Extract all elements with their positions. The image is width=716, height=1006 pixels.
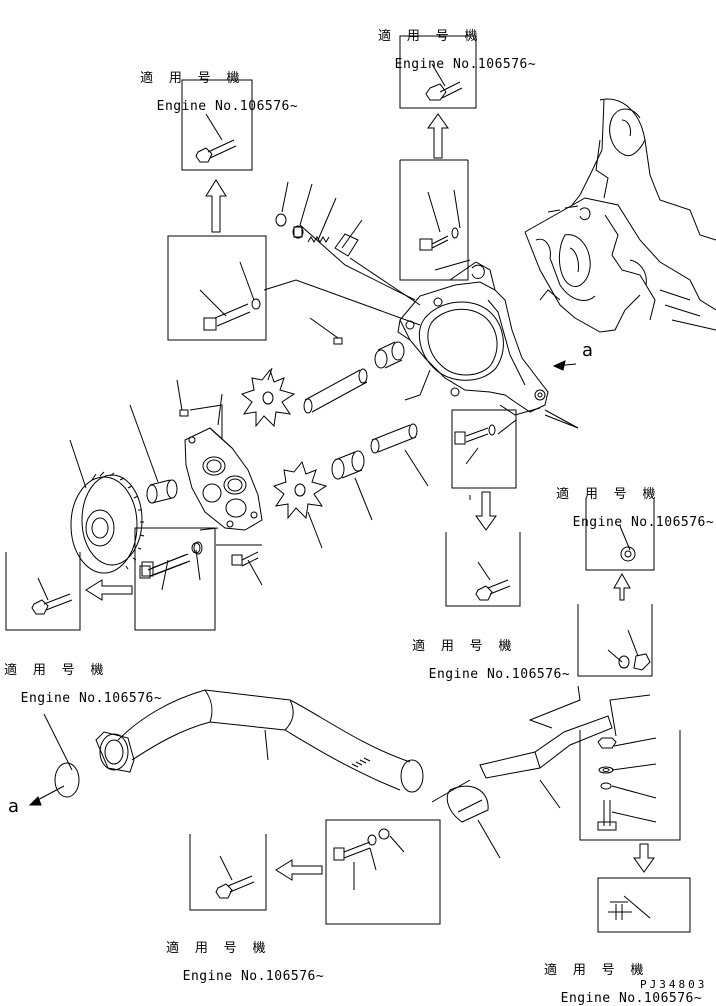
applicability-note-bottom-right: 適 用 号 機 Engine No.106576~ [544,936,702,1006]
note-line-en: Engine No.106576~ [182,969,325,984]
applicability-note-right-middle: 適 用 号 機 Engine No.106576~ [556,460,714,530]
arrow-left-middle [86,580,132,600]
note-line-jp: 適 用 号 機 [4,663,108,678]
arrow-upper-left [206,180,226,232]
shaft-lower [371,424,417,453]
note-line-jp: 適 用 号 機 [378,29,482,44]
bushing-cover [147,480,177,503]
drawing-code: PJ34803 [640,978,708,991]
drive-gear [71,472,144,573]
detail-box-right-middle-old [452,410,516,488]
applicability-note-top-center: 適 用 号 機 Engine No.106576~ [378,2,536,72]
note-line-jp: 適 用 号 機 [544,963,648,978]
detail-box-bottom-center-new [190,834,266,910]
strainer-cap [55,763,79,797]
arrow-bottom-center [276,860,322,880]
callout-leaders [44,182,656,858]
note-line-jp: 適 用 号 機 [166,941,270,956]
pipe-bracket [447,716,612,822]
detail-box-left-new [6,552,80,630]
rotor-lower [274,462,326,518]
note-line-en: Engine No.106576~ [394,57,537,72]
detail-box-upper-left-old [168,236,266,340]
suction-pipe [96,690,423,792]
view-arrow-upper [554,361,576,370]
note-line-jp: 適 用 号 機 [556,487,660,502]
note-line-en: Engine No.106576~ [156,99,299,114]
bolt-short [232,552,258,566]
bushing-lower [332,451,364,479]
detail-box-bottom-center-old [326,820,440,924]
detail-box-left-old [135,528,215,630]
note-line-en: Engine No.106576~ [572,515,715,530]
pump-cover [185,428,262,530]
detail-box-bottom-right-old [580,730,680,840]
arrow-bottom-right [634,844,654,872]
pump-body [398,262,548,412]
note-line-en: Engine No.106576~ [560,991,703,1006]
arrow-upper-center [428,114,448,158]
dowel-pin [180,338,342,416]
detail-box-right-nut-new [586,498,654,570]
detail-box-upper-center-new [400,36,476,108]
view-mark-upper: a [582,340,594,361]
note-line-en: Engine No.106576~ [20,691,163,706]
detail-box-upper-left-new [182,80,252,170]
applicability-note-center-middle: 適 用 号 機 Engine No.106576~ [412,612,570,682]
applicability-note-bottom-center: 適 用 号 機 Engine No.106576~ [166,914,324,984]
engine-block [525,99,716,332]
view-arrow-lower [30,786,64,805]
rotor-upper [242,370,294,426]
detail-box-upper-center-old [400,160,468,280]
arrow-right-middle [476,492,496,530]
nut-washer-stack [598,738,616,789]
applicability-note-left-middle: 適 用 号 機 Engine No.106576~ [4,636,162,706]
note-line-en: Engine No.106576~ [428,667,571,682]
detail-box-right-middle-new [446,532,520,606]
arrow-right-nut [614,574,630,600]
applicability-note-top-left: 適 用 号 機 Engine No.106576~ [140,44,298,114]
shaft-upper [304,369,367,413]
note-line-jp: 適 用 号 機 [412,639,516,654]
detail-box-bottom-right-new [598,878,690,932]
bushing-upper [375,342,404,368]
view-mark-lower: a [8,796,20,817]
note-line-jp: 適 用 号 機 [140,71,244,86]
detail-box-right-nut-old [578,604,652,676]
